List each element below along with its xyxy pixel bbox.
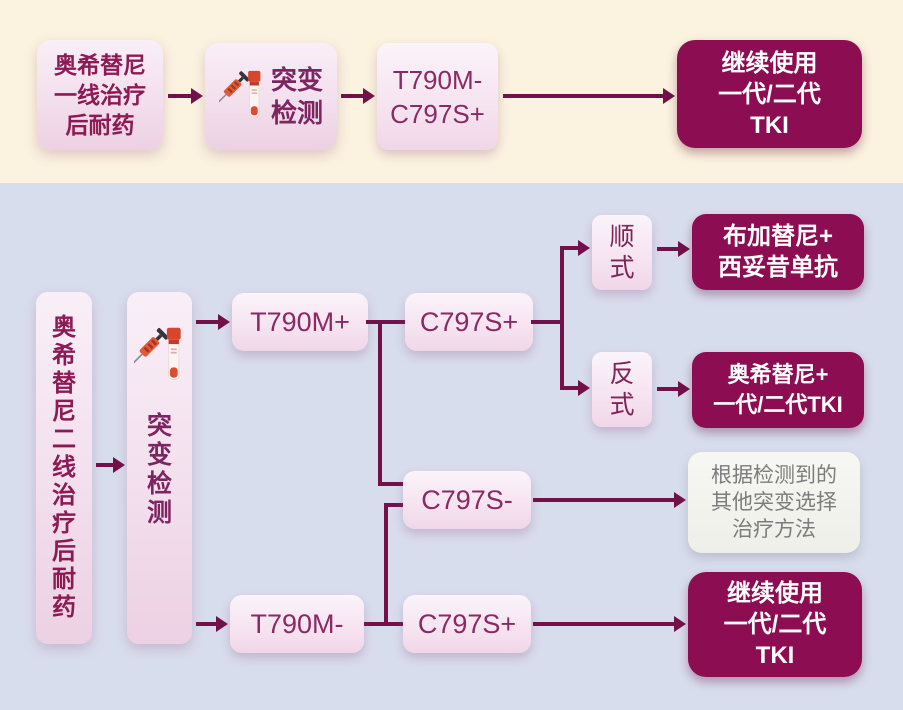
node-mutation-test-side: 突 变 检 测 bbox=[127, 292, 192, 644]
node-c797s-negative: C797S- bbox=[403, 471, 531, 529]
syringe-testtube-icon bbox=[133, 327, 181, 380]
arrow-branch-to-cis bbox=[560, 240, 590, 256]
node-t790m-negative-label: T790M- bbox=[250, 608, 344, 639]
node-c797s-positive-lower: C797S+ bbox=[403, 595, 531, 653]
arrow-test-to-t790m-neg bbox=[196, 616, 228, 632]
node-continue-tki-top: 继续使用 一代/二代 TKI bbox=[677, 40, 862, 148]
node-continue-tki-top-label: 继续使用 一代/二代 TKI bbox=[718, 49, 821, 139]
node-osimertinib-tki: 奥希替尼+ 一代/二代TKI bbox=[692, 352, 864, 428]
node-trans: 反 式 bbox=[592, 352, 652, 427]
connector-t790m-neg-up bbox=[384, 503, 388, 626]
node-brigatinib-cetuximab: 布加替尼+ 西妥昔单抗 bbox=[692, 214, 864, 290]
connector-t790m-pos-down bbox=[378, 320, 382, 486]
node-t790m-negative: T790M- bbox=[230, 595, 364, 653]
node-first-line-resistance-label: 奥希替尼 一线治疗 后耐药 bbox=[54, 52, 146, 138]
node-first-line-resistance: 奥希替尼 一线治疗 后耐药 bbox=[37, 40, 163, 150]
connector-c797s-pos-to-branch bbox=[531, 320, 564, 324]
connector-branch-vertical bbox=[560, 246, 564, 390]
arrow-c797s-neg-to-other bbox=[533, 492, 686, 508]
arrow-branch-to-trans bbox=[560, 380, 590, 396]
node-mutation-test-top-label: 突变 检测 bbox=[270, 64, 323, 128]
node-cis-label: 顺 式 bbox=[609, 222, 635, 282]
connector-t790m-pos-to-c797s-pos bbox=[366, 320, 407, 324]
node-t790m-neg-c797s-pos: T790M- C797S+ bbox=[377, 43, 498, 150]
node-t790m-positive: T790M+ bbox=[232, 293, 368, 351]
node-other-mutation-treatment: 根据检测到的 其他突变选择 治疗方法 bbox=[688, 452, 860, 553]
connector-stub-to-c797s-neg-lower bbox=[384, 503, 407, 507]
syringe-testtube-icon bbox=[218, 70, 261, 117]
node-osimertinib-tki-label: 奥希替尼+ 一代/二代TKI bbox=[713, 362, 843, 417]
connector-t790m-neg-to-c797s-pos bbox=[362, 622, 407, 626]
arrow-cis-to-result bbox=[657, 241, 690, 257]
arrow-start-to-test-bottom bbox=[96, 457, 125, 473]
node-brigatinib-cetuximab-label: 布加替尼+ 西妥昔单抗 bbox=[718, 223, 838, 281]
node-t790m-positive-label: T790M+ bbox=[250, 306, 350, 337]
node-mutation-test-side-label: 突 变 检 测 bbox=[146, 412, 172, 527]
node-mutation-test-top: 突变 检测 bbox=[205, 43, 337, 150]
node-c797s-positive-upper-label: C797S+ bbox=[419, 306, 519, 337]
connector-stub-to-c797s-neg-upper bbox=[378, 482, 407, 486]
arrow-test-to-t790m-pos bbox=[196, 314, 230, 330]
node-second-line-resistance: 奥 希 替 尼 二 线 治 疗 后 耐 药 bbox=[36, 292, 92, 644]
arrow-start-to-test-top bbox=[168, 88, 203, 104]
node-c797s-positive-upper: C797S+ bbox=[405, 293, 533, 351]
arrow-trans-to-result bbox=[657, 381, 690, 397]
node-c797s-negative-label: C797S- bbox=[421, 484, 513, 515]
node-continue-tki-bottom: 继续使用 一代/二代 TKI bbox=[688, 572, 862, 677]
node-other-mutation-treatment-label: 根据检测到的 其他突变选择 治疗方法 bbox=[711, 464, 837, 541]
node-t790m-neg-c797s-pos-label: T790M- C797S+ bbox=[390, 64, 485, 129]
arrow-mutation-to-result-top bbox=[503, 88, 675, 104]
node-second-line-resistance-label: 奥 希 替 尼 二 线 治 疗 后 耐 药 bbox=[52, 314, 76, 621]
arrow-test-to-mutation-top bbox=[341, 88, 375, 104]
arrow-c797s-pos-to-continue bbox=[533, 616, 686, 632]
node-cis: 顺 式 bbox=[592, 215, 652, 290]
node-trans-label: 反 式 bbox=[609, 359, 635, 419]
node-continue-tki-bottom-label: 继续使用 一代/二代 TKI bbox=[723, 580, 827, 669]
node-c797s-positive-lower-label: C797S+ bbox=[417, 608, 517, 639]
